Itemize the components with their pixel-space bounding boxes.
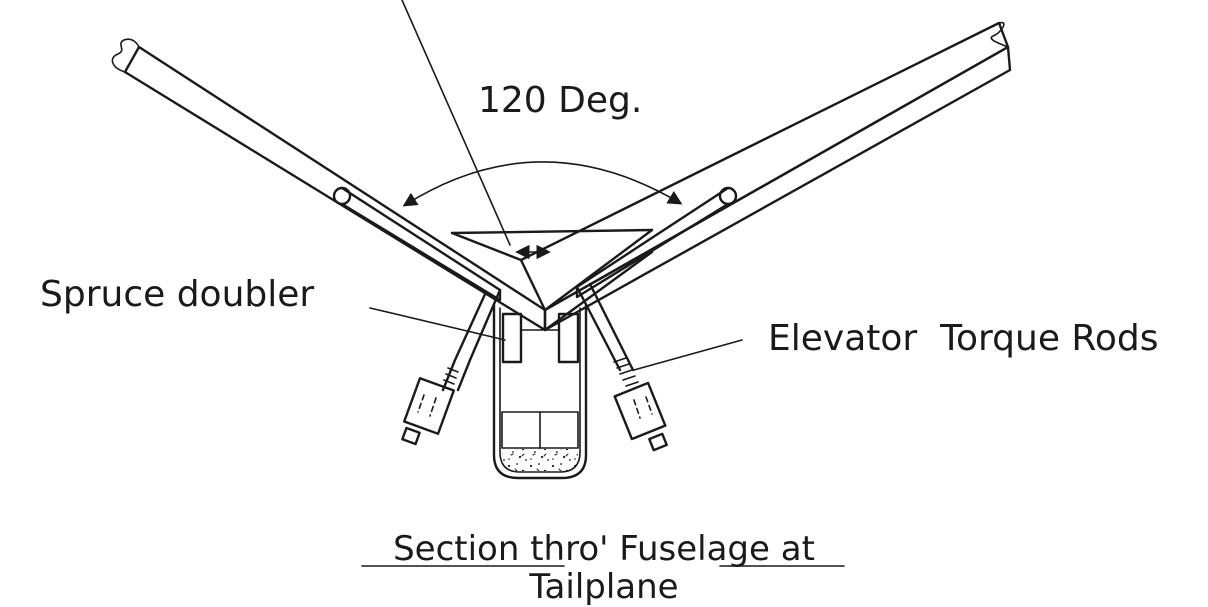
angle-label: 120 Deg.: [478, 80, 642, 121]
left-torque-rod-slot: [332, 186, 502, 302]
caption-line-2: Tailplane: [528, 567, 678, 607]
spruce-doublers: [501, 312, 580, 364]
torque-rods-label: Elevator Torque Rods: [768, 318, 1158, 359]
right-tailplane-half: [450, 21, 1012, 332]
torque-rods-leader: [633, 339, 743, 371]
leader-line-top: [401, 0, 511, 246]
left-torque-rod: [401, 288, 502, 446]
fuselage-section: [492, 303, 588, 480]
spruce-doubler-label: Spruce doubler: [40, 274, 314, 315]
right-torque-rod-slot: [575, 186, 738, 299]
right-torque-rod: [575, 282, 668, 452]
spruce-doubler-leader: [369, 307, 506, 341]
angle-arc: [402, 161, 683, 207]
caption-line-1: Section thro' Fuselage at: [393, 529, 815, 569]
